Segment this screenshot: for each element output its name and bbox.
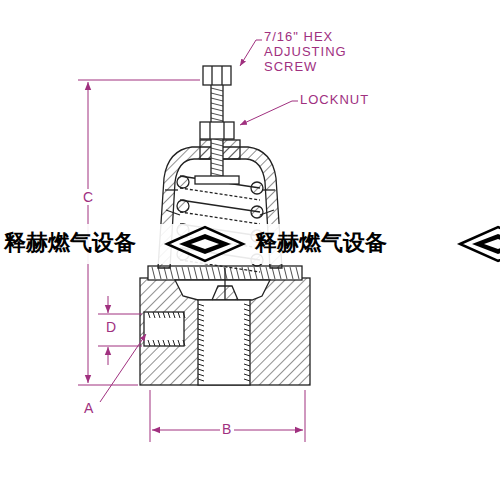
watermark-text: 释赫燃气设备 (255, 230, 387, 255)
adjusting-screw (195, 66, 239, 184)
locknut (200, 122, 234, 139)
dimension-label: B (220, 421, 234, 437)
callout-note: LOCKNUT (300, 93, 369, 108)
valve-body (140, 266, 310, 385)
watermark (0, 224, 500, 264)
callout-note: 7/16" HEX ADJUSTING SCREW (264, 30, 404, 75)
dimension-label: C (81, 189, 96, 205)
watermark-text: 释赫燃气设备 (4, 230, 136, 255)
dimension-label: A (82, 400, 96, 416)
dimension-label: D (104, 319, 119, 335)
